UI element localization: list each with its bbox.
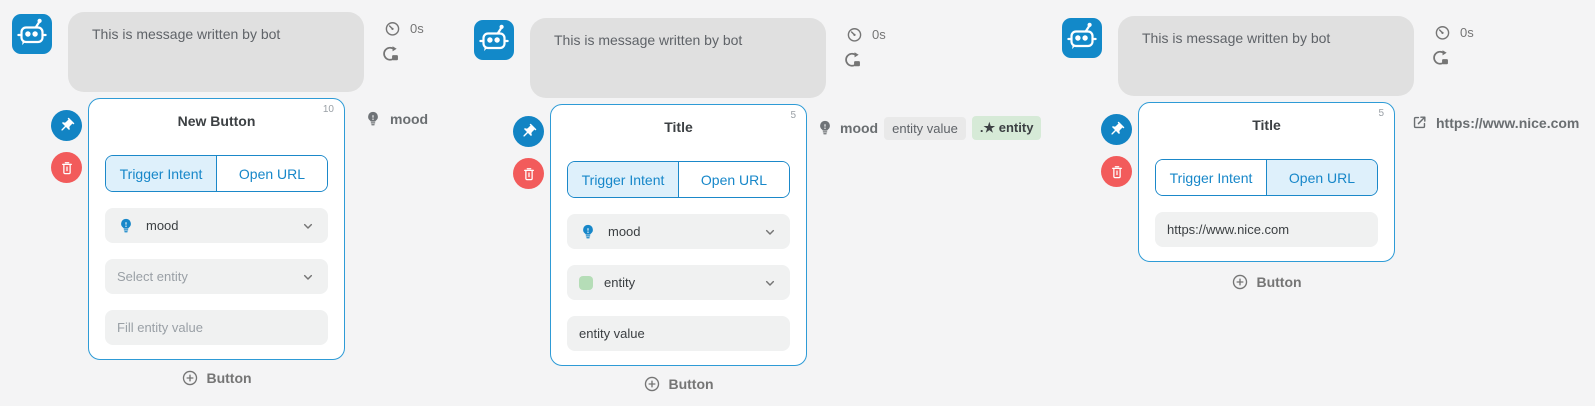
chevron-down-icon bbox=[762, 224, 778, 240]
entity-dropdown[interactable]: Select entity bbox=[105, 259, 328, 294]
pin-connector-button[interactable] bbox=[51, 110, 82, 141]
node-annotation: mood bbox=[364, 110, 428, 128]
card-badge: 5 bbox=[1378, 108, 1384, 119]
add-button[interactable]: Button bbox=[1138, 273, 1395, 291]
tab-trigger-intent[interactable]: Trigger Intent bbox=[568, 162, 679, 197]
card-title: New Button bbox=[177, 113, 256, 129]
bot-message-bubble[interactable]: This is message written by bot bbox=[530, 18, 826, 98]
button-card[interactable]: 10 New Button Trigger Intent Open URL mo… bbox=[88, 98, 345, 360]
button-card[interactable]: 5 Title Trigger Intent Open URL mood ent… bbox=[550, 104, 807, 366]
bot-message-node: This is message written by bot 0s 5 Titl… bbox=[462, 6, 1062, 406]
entity-chip: .★ entity bbox=[971, 116, 1042, 140]
plus-circle-icon bbox=[1231, 273, 1249, 291]
url-field bbox=[1155, 212, 1378, 247]
entity-dropdown[interactable]: entity bbox=[567, 265, 790, 300]
plus-circle-icon bbox=[181, 369, 199, 387]
entity-value-input[interactable] bbox=[117, 320, 316, 335]
tab-trigger-intent[interactable]: Trigger Intent bbox=[106, 156, 217, 191]
button-type-tabs: Trigger Intent Open URL bbox=[567, 161, 790, 198]
pin-icon bbox=[58, 117, 75, 134]
external-link-icon bbox=[1411, 114, 1428, 131]
bot-message-text: This is message written by bot bbox=[92, 26, 281, 42]
node-annotation: mood entity value .★ entity bbox=[816, 116, 1042, 140]
delete-button[interactable] bbox=[1101, 156, 1132, 187]
delay-value: 0s bbox=[410, 21, 424, 36]
loop-branch-icon bbox=[1431, 49, 1450, 68]
tab-open-url[interactable]: Open URL bbox=[217, 156, 327, 191]
delay-indicator: 0s bbox=[384, 20, 424, 37]
bot-message-bubble[interactable]: This is message written by bot bbox=[1118, 16, 1414, 96]
delay-indicator: 0s bbox=[846, 26, 886, 43]
entity-value-field bbox=[567, 316, 790, 351]
button-type-tabs: Trigger Intent Open URL bbox=[1155, 159, 1378, 196]
pin-connector-button[interactable] bbox=[513, 116, 544, 147]
entity-swatch-icon bbox=[579, 275, 593, 290]
intent-value: mood bbox=[608, 224, 641, 239]
trash-icon bbox=[59, 160, 75, 176]
url-input[interactable] bbox=[1167, 222, 1366, 237]
lightbulb-icon bbox=[816, 119, 834, 137]
entity-value: entity bbox=[604, 275, 636, 290]
trash-icon bbox=[1109, 164, 1125, 180]
card-title: Title bbox=[1252, 117, 1281, 133]
tab-open-url[interactable]: Open URL bbox=[1267, 160, 1377, 195]
bot-message-text: This is message written by bot bbox=[1142, 30, 1331, 46]
pin-connector-button[interactable] bbox=[1101, 114, 1132, 145]
intent-dropdown[interactable]: mood bbox=[567, 214, 790, 249]
tab-open-url[interactable]: Open URL bbox=[679, 162, 789, 197]
add-button[interactable]: Button bbox=[550, 375, 807, 393]
pin-icon bbox=[520, 123, 537, 140]
lightbulb-icon bbox=[579, 223, 597, 241]
lightbulb-icon bbox=[364, 110, 382, 128]
card-title: Title bbox=[664, 119, 693, 135]
entity-value-chip: entity value bbox=[884, 116, 966, 140]
trash-icon bbox=[521, 166, 537, 182]
add-button-label: Button bbox=[668, 376, 714, 392]
annotation-intent: mood bbox=[840, 120, 879, 136]
tab-trigger-intent[interactable]: Trigger Intent bbox=[1156, 160, 1267, 195]
card-badge: 5 bbox=[790, 110, 796, 121]
entity-value-field bbox=[105, 310, 328, 345]
annotation-intent: mood bbox=[390, 111, 429, 127]
node-annotation: https://www.nice.com bbox=[1411, 114, 1579, 131]
entity-placeholder: Select entity bbox=[117, 269, 188, 284]
add-button-label: Button bbox=[1256, 274, 1302, 290]
loop-branch-icon bbox=[843, 51, 862, 70]
plus-circle-icon bbox=[643, 375, 661, 393]
intent-value: mood bbox=[146, 218, 179, 233]
bot-message-node: This is message written by bot 0s 5 Titl… bbox=[1050, 4, 1595, 406]
bot-message-node: This is message written by bot 0s 10 New… bbox=[0, 0, 600, 406]
delay-indicator: 0s bbox=[1434, 24, 1474, 41]
chevron-down-icon bbox=[762, 275, 778, 291]
entity-value-input[interactable] bbox=[579, 326, 778, 341]
annotation-url: https://www.nice.com bbox=[1436, 114, 1580, 131]
chevron-down-icon bbox=[300, 269, 316, 285]
lightbulb-icon bbox=[117, 217, 135, 235]
delay-value: 0s bbox=[872, 27, 886, 42]
button-card[interactable]: 5 Title Trigger Intent Open URL bbox=[1138, 102, 1395, 262]
pin-icon bbox=[1108, 121, 1125, 138]
delay-value: 0s bbox=[1460, 25, 1474, 40]
bot-message-text: This is message written by bot bbox=[554, 32, 743, 48]
add-button[interactable]: Button bbox=[88, 369, 345, 387]
intent-dropdown[interactable]: mood bbox=[105, 208, 328, 243]
delete-button[interactable] bbox=[513, 158, 544, 189]
timer-icon bbox=[1434, 24, 1451, 41]
bot-message-bubble[interactable]: This is message written by bot bbox=[68, 12, 364, 92]
timer-icon bbox=[384, 20, 401, 37]
timer-icon bbox=[846, 26, 863, 43]
button-type-tabs: Trigger Intent Open URL bbox=[105, 155, 328, 192]
chevron-down-icon bbox=[300, 218, 316, 234]
bot-avatar-icon bbox=[1062, 18, 1102, 58]
loop-branch-icon bbox=[381, 45, 400, 64]
card-badge: 10 bbox=[322, 104, 334, 115]
bot-avatar-icon bbox=[474, 20, 514, 60]
add-button-label: Button bbox=[206, 370, 252, 386]
bot-avatar-icon bbox=[12, 14, 52, 54]
delete-button[interactable] bbox=[51, 152, 82, 183]
